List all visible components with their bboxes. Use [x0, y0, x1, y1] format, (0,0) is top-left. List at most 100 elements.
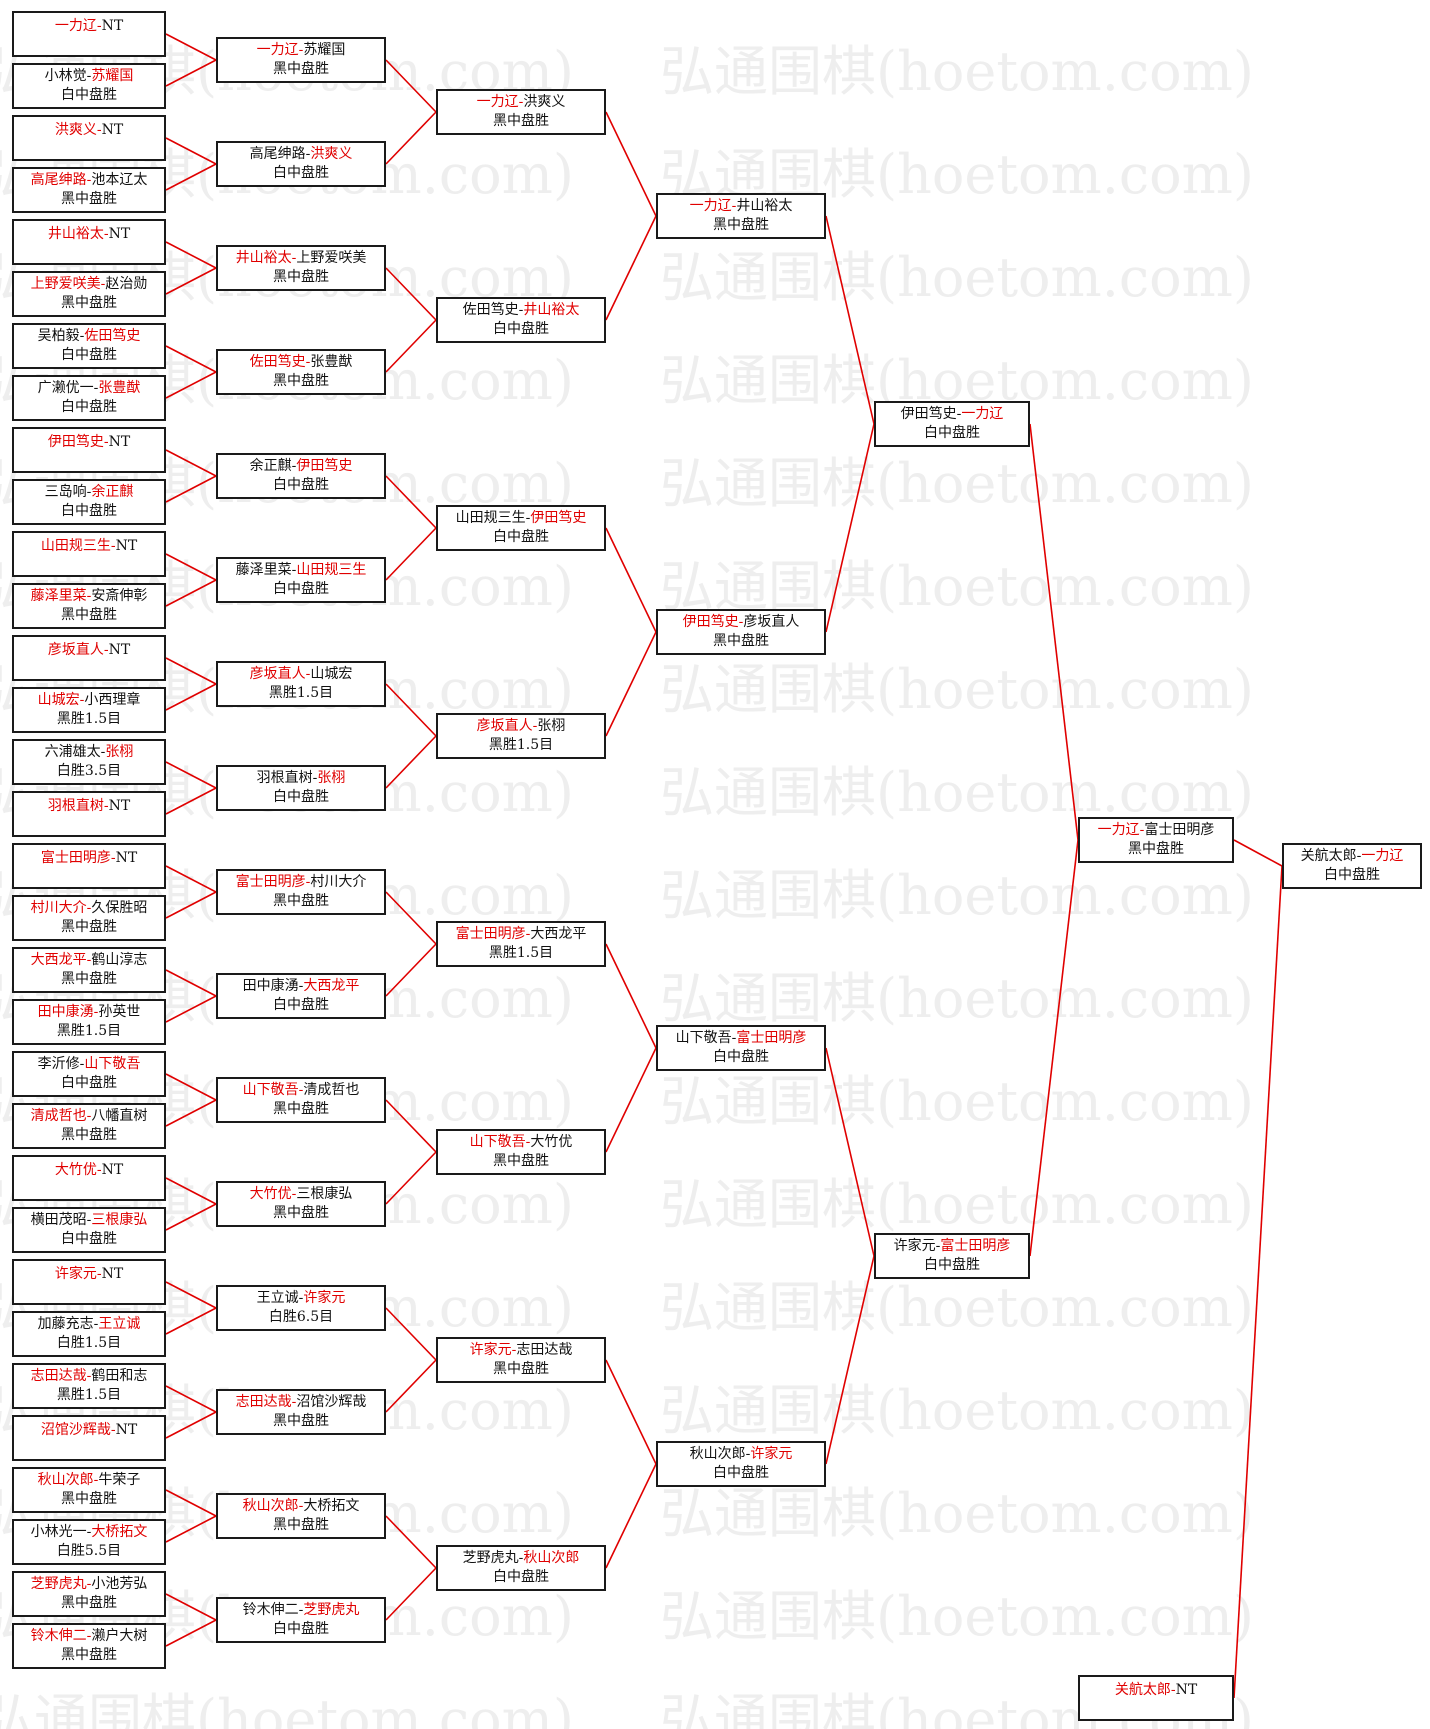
match-box-r0-11: 藤泽里菜-安斎伸彰黑中盘胜 — [12, 583, 166, 629]
connector-line — [165, 1177, 217, 1205]
player-name: 上野爱咲美 — [30, 276, 101, 292]
player-name: 一力辽 — [1097, 822, 1140, 838]
player-separator: - — [110, 538, 116, 554]
match-players: 大竹优-NT — [55, 1162, 123, 1178]
player-name: 志田达哉 — [235, 1394, 292, 1410]
player-name: 李沂修 — [37, 1056, 80, 1072]
player-name: 一力辽 — [256, 42, 299, 58]
player-separator: - — [525, 1134, 531, 1150]
match-box-r0-9: 三岛响-余正麒白中盘胜 — [12, 479, 166, 525]
match-players: 山下敬吾-清成哲也 — [243, 1082, 360, 1098]
player-name: 秋山次郎 — [523, 1550, 580, 1566]
player-name: NT — [115, 1422, 138, 1438]
player-name: 山下敬吾 — [469, 1134, 526, 1150]
player-name: 羽根直树 — [256, 770, 313, 786]
match-result: 白中盘胜 — [61, 503, 117, 519]
connector-line — [385, 1515, 437, 1569]
player-name: 藤泽里菜 — [30, 588, 87, 604]
player-name: 关航太郎 — [1300, 848, 1357, 864]
match-box-r1-14: 秋山次郎-大桥拓文黑中盘胜 — [216, 1493, 386, 1539]
player-name: 牛荣子 — [98, 1472, 141, 1488]
match-players: 山下敬吾-大竹优 — [470, 1134, 573, 1150]
player-name: NT — [1175, 1682, 1198, 1698]
player-name: 洪爽义 — [523, 94, 566, 110]
player-name: 大竹优 — [530, 1134, 573, 1150]
match-box-r0-12: 彦坂直人-NT — [12, 635, 166, 681]
match-players: 志田达哉-沼馆沙辉哉 — [236, 1394, 367, 1410]
player-name: NT — [115, 850, 138, 866]
player-name: 安斎伸彰 — [91, 588, 148, 604]
connector-line — [385, 267, 437, 321]
player-separator: - — [298, 1498, 304, 1514]
player-name: 芝野虎丸 — [30, 1576, 87, 1592]
match-result: 白中盘胜 — [924, 425, 980, 441]
match-box-r4-1: 许家元-富士田明彦白中盘胜 — [874, 1233, 1030, 1279]
player-separator: - — [291, 250, 297, 266]
match-result: 黑中盘胜 — [273, 1101, 329, 1117]
match-box-r0-3: 高尾绅路-池本辽太黑中盘胜 — [12, 167, 166, 213]
match-players: 山下敬吾-富士田明彦 — [676, 1030, 807, 1046]
player-separator: - — [93, 1472, 99, 1488]
match-result: 黑胜1.5目 — [268, 685, 334, 701]
connector-line — [385, 1567, 437, 1621]
player-name: 许家元 — [469, 1342, 512, 1358]
match-box-r1-13: 志田达哉-沼馆沙辉哉黑中盘胜 — [216, 1389, 386, 1435]
player-name: 久保胜昭 — [91, 900, 148, 916]
connector-line — [165, 1411, 217, 1439]
player-separator: - — [291, 1186, 297, 1202]
player-separator: - — [96, 122, 102, 138]
match-players: 芝野虎丸-秋山次郎 — [463, 1550, 580, 1566]
match-result: 黑中盘胜 — [61, 971, 117, 987]
match-result: 白中盘胜 — [273, 165, 329, 181]
match-result: 白中盘胜 — [61, 1075, 117, 1091]
connector-line — [605, 215, 657, 321]
match-box-r1-1: 高尾绅路-洪爽义白中盘胜 — [216, 141, 386, 187]
connector-line — [385, 1151, 437, 1205]
player-separator: - — [305, 354, 311, 370]
player-name: 羽根直树 — [47, 798, 104, 814]
match-result: 白胜5.5目 — [56, 1543, 122, 1559]
player-separator: - — [103, 642, 109, 658]
connector-line — [825, 215, 875, 425]
connector-line — [165, 137, 217, 165]
player-separator: - — [291, 1394, 297, 1410]
match-result: 黑中盘胜 — [61, 1491, 117, 1507]
player-name: 高尾绅路 — [30, 172, 87, 188]
player-separator: - — [518, 1550, 524, 1566]
player-separator: - — [1170, 1682, 1176, 1698]
match-players: 一力辽-洪爽义 — [477, 94, 566, 110]
match-box-r0-10: 山田规三生-NT — [12, 531, 166, 577]
match-players: 一力辽-富士田明彦 — [1098, 822, 1215, 838]
connector-line — [605, 527, 657, 633]
player-separator: - — [86, 1212, 92, 1228]
match-players: 三岛响-余正麒 — [45, 484, 134, 500]
match-box-r0-5: 上野爱咲美-赵治勋黑中盘胜 — [12, 271, 166, 317]
player-name: 秋山次郎 — [689, 1446, 746, 1462]
match-box-r0-4: 井山裕太-NT — [12, 219, 166, 265]
player-separator: - — [1139, 822, 1145, 838]
player-separator: - — [96, 1162, 102, 1178]
connector-line — [165, 1203, 217, 1231]
match-players: 高尾绅路-池本辽太 — [31, 172, 148, 188]
match-players: 村川大介-久保胜昭 — [31, 900, 148, 916]
match-players: 上野爱咲美-赵治勋 — [31, 276, 148, 292]
match-players: 富士田明彦-村川大介 — [236, 874, 367, 890]
connector-line — [165, 787, 217, 815]
player-separator: - — [731, 1030, 737, 1046]
connector-line — [165, 761, 217, 789]
player-name: NT — [101, 122, 124, 138]
match-box-r2-3: 彦坂直人-张栩黑胜1.5目 — [436, 713, 606, 759]
match-players: 铃木伸二-芝野虎丸 — [243, 1602, 360, 1618]
player-name: NT — [115, 538, 138, 554]
player-name: 沼馆沙辉哉 — [40, 1422, 111, 1438]
match-box-r4-0: 伊田笃史-一力辽白中盘胜 — [874, 401, 1030, 447]
connector-line — [165, 579, 217, 607]
player-name: 加藤充志 — [37, 1316, 94, 1332]
connector-line — [1029, 839, 1079, 1257]
match-players: 高尾绅路-洪爽义 — [250, 146, 353, 162]
match-result: 黑中盘胜 — [1128, 841, 1184, 857]
player-name: NT — [101, 1266, 124, 1282]
match-players: 一力辽-苏耀国 — [257, 42, 346, 58]
player-separator: - — [525, 510, 531, 526]
